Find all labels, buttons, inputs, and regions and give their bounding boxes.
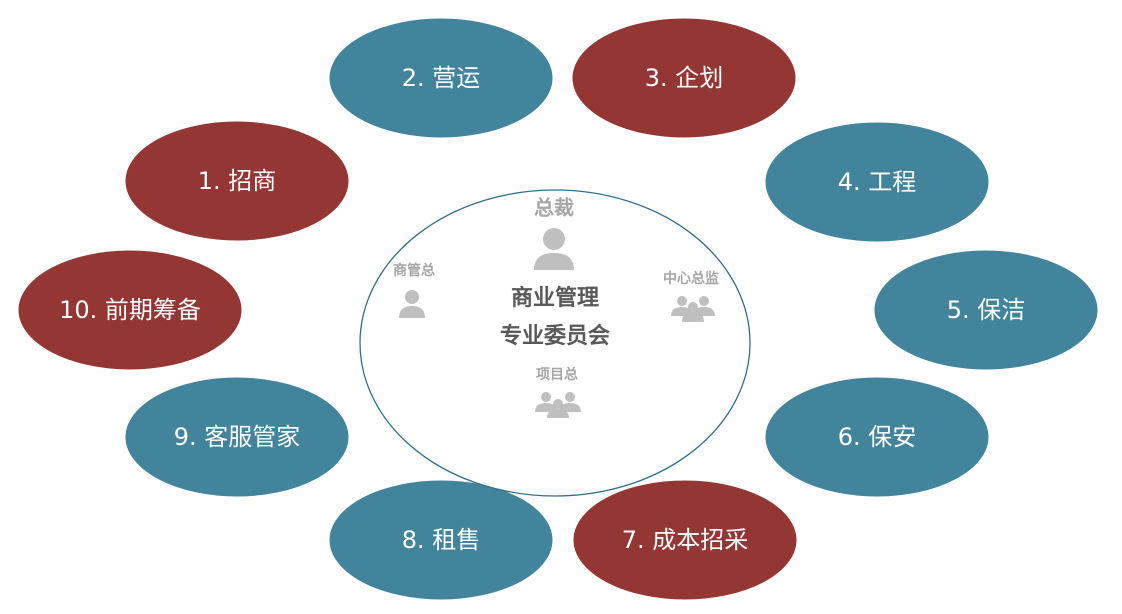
department-label: 10. 前期筹备	[59, 296, 201, 324]
department-label: 3. 企划	[645, 64, 724, 92]
group-icon	[535, 392, 581, 418]
department-ellipse	[17, 249, 243, 371]
department-label: 1. 招商	[198, 167, 277, 195]
center-ellipse	[359, 189, 751, 497]
person-icon	[399, 290, 425, 318]
center-title-line2: 专业委员会	[500, 323, 610, 349]
department-node: 3. 企划	[571, 17, 797, 139]
department-node: 10. 前期筹备	[17, 249, 243, 371]
department-node: 7. 成本招采	[572, 479, 798, 601]
department-label: 7. 成本招采	[622, 526, 749, 554]
role-center-director: 中心总监	[663, 270, 719, 287]
department-node: 9. 客服管家	[124, 376, 350, 498]
department-label: 5. 保洁	[947, 296, 1026, 324]
role-president: 总裁	[534, 196, 574, 220]
center-committee: 总裁 商管总 中心总监 项目总 商业管理 专业委员会	[359, 189, 751, 497]
department-label: 4. 工程	[838, 168, 917, 196]
department-node: 1. 招商	[124, 120, 350, 242]
department-node: 2. 营运	[328, 17, 554, 139]
department-ellipse	[572, 479, 798, 601]
department-ellipse	[571, 17, 797, 139]
department-label: 8. 租售	[402, 526, 481, 554]
department-ellipse	[328, 479, 554, 601]
department-ellipse	[328, 17, 554, 139]
department-ellipse	[764, 121, 990, 243]
department-node: 6. 保安	[764, 376, 990, 498]
department-node: 8. 租售	[328, 479, 554, 601]
department-label: 6. 保安	[838, 423, 917, 451]
department-label: 2. 营运	[402, 64, 481, 92]
department-ellipse	[124, 376, 350, 498]
department-node: 4. 工程	[764, 121, 990, 243]
department-label: 9. 客服管家	[174, 423, 301, 451]
role-project-head: 项目总	[536, 366, 578, 383]
group-icon	[671, 296, 715, 322]
department-ellipse	[873, 249, 1099, 371]
department-node: 5. 保洁	[873, 249, 1099, 371]
role-commerce-head: 商管总	[393, 262, 435, 279]
department-ellipse	[764, 376, 990, 498]
department-ellipse	[124, 120, 350, 242]
person-icon	[534, 228, 574, 270]
center-title-line1: 商业管理	[511, 285, 599, 311]
